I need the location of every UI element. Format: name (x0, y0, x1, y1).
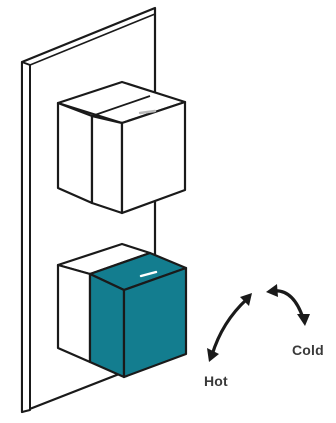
hot-label: Hot (204, 373, 228, 389)
hot-arrow-icon (207, 293, 252, 362)
top-knob[interactable] (56, 80, 187, 215)
bottom-knob-indicator (139, 270, 158, 278)
top-knob-indicator (138, 109, 157, 115)
cold-arrow-icon (266, 284, 310, 326)
cold-label: Cold (292, 342, 324, 358)
bottom-knob[interactable] (56, 242, 188, 379)
